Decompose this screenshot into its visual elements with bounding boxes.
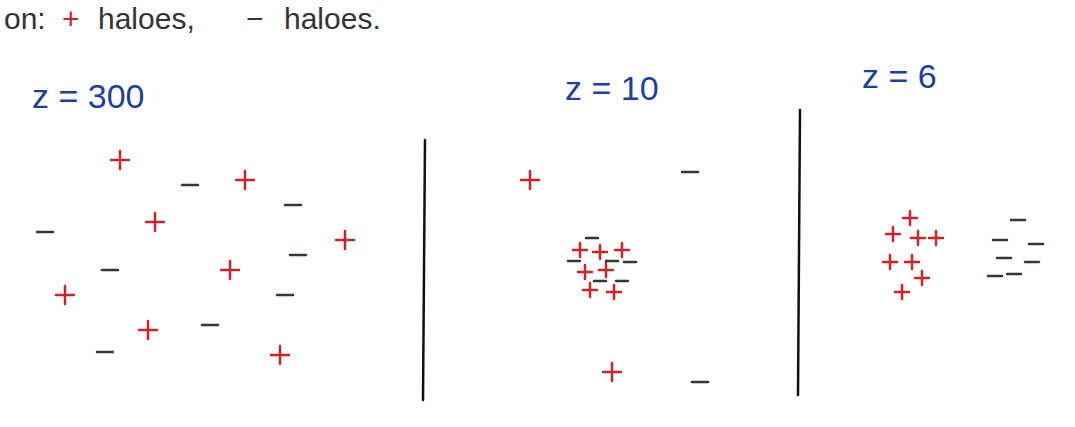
panel-divider xyxy=(423,140,425,400)
header-text: haloes, xyxy=(98,2,195,35)
redshift-label: z = 10 xyxy=(565,70,659,107)
legend-symbol: − xyxy=(246,2,264,35)
redshift-label: z = 300 xyxy=(32,78,144,115)
header-text: haloes. xyxy=(284,2,381,35)
panel-divider xyxy=(798,110,800,395)
legend-symbol: + xyxy=(62,2,80,35)
redshift-label: z = 6 xyxy=(862,58,937,95)
negative-halo-marks xyxy=(37,172,1043,382)
header-text: on: xyxy=(4,2,46,35)
